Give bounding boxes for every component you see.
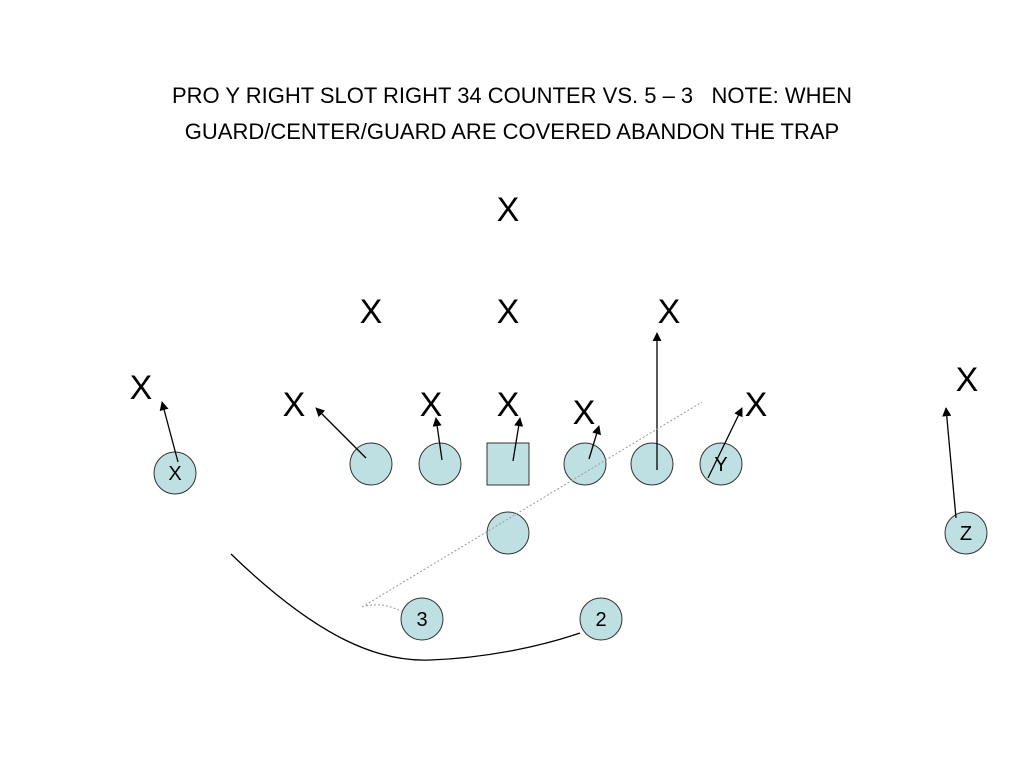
label-back-2: 2 <box>595 609 606 631</box>
label-back-3: 3 <box>416 609 427 631</box>
player-quarterback <box>486 511 530 555</box>
arrow-x-receiver-block <box>159 401 179 463</box>
offense <box>153 442 988 641</box>
back-2-path <box>230 553 581 661</box>
defender-tackle-left: X <box>420 386 443 424</box>
play-title-line-2: GUARD/CENTER/GUARD ARE COVERED ABANDON T… <box>184 119 840 144</box>
player-left-tackle <box>349 442 393 486</box>
arrow-left-guard-block <box>432 417 443 461</box>
player-center <box>486 442 530 486</box>
defender-linebacker-left: X <box>360 293 383 331</box>
defender-linebacker-right: X <box>658 293 681 331</box>
player-back-2 <box>579 597 623 641</box>
arrow-z-receiver-block <box>942 407 957 519</box>
label-z-receiver: Z <box>960 523 972 545</box>
defender-end-right: X <box>745 386 768 424</box>
player-right-tackle <box>630 442 674 486</box>
player-y-end <box>699 442 743 486</box>
label-y-end: Y <box>714 454 727 476</box>
arrow-left-tackle-block <box>315 407 367 459</box>
player-back-3 <box>400 597 444 641</box>
player-z-receiver <box>944 511 988 555</box>
defender-corner-left: X <box>130 369 153 407</box>
defender-tackle-right: X <box>573 394 596 432</box>
dotted-handoff-curve <box>365 604 403 613</box>
player-right-guard <box>563 442 607 486</box>
play-title-line-1: PRO Y RIGHT SLOT RIGHT 34 COUNTER VS. 5 … <box>171 83 853 108</box>
ball-path <box>361 401 703 613</box>
defense: X X X X X X X X X X X <box>130 191 979 432</box>
defender-linebacker-middle: X <box>497 293 520 331</box>
defender-corner-right: X <box>956 361 979 399</box>
dotted-exchange-line <box>361 401 703 608</box>
defender-safety: X <box>497 191 520 229</box>
defender-nose: X <box>497 386 520 424</box>
arrow-center-block <box>512 417 524 462</box>
arrow-right-guard-block <box>588 425 601 460</box>
play-title: PRO Y RIGHT SLOT RIGHT 34 COUNTER VS. 5 … <box>0 78 1024 150</box>
defender-end-left: X <box>283 386 306 424</box>
arrow-y-end-block <box>707 407 743 479</box>
label-x-receiver: X <box>168 463 181 485</box>
assignments <box>159 332 957 519</box>
